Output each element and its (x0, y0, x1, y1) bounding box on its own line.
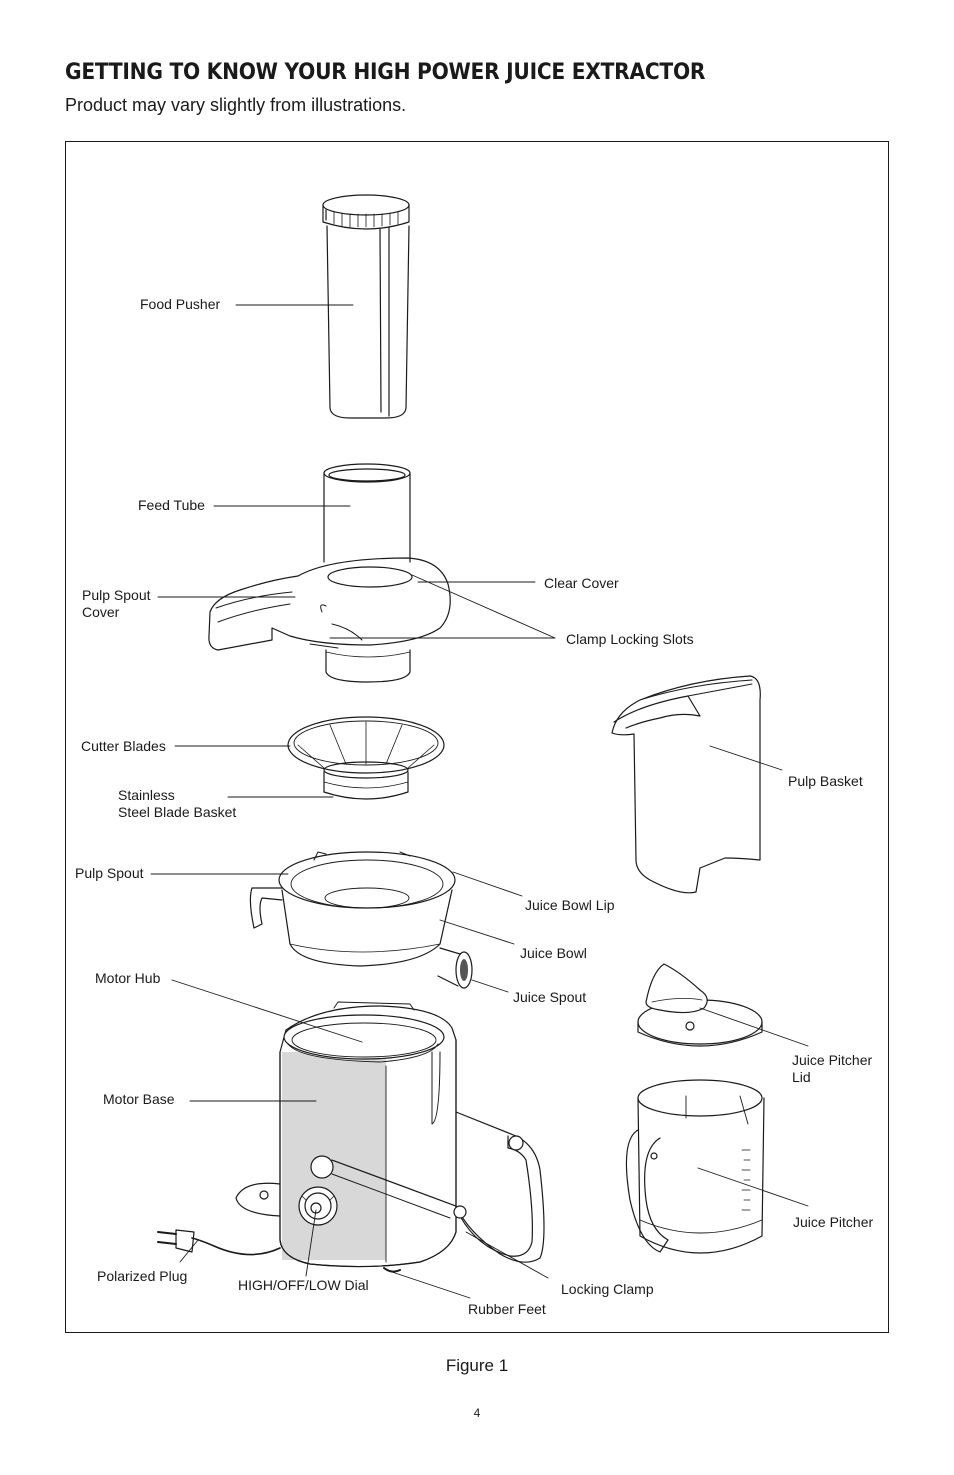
label-feed-tube: Feed Tube (138, 497, 205, 513)
figure-caption: Figure 1 (445, 1356, 509, 1375)
label-pulp-spout-cover-line2: Cover (82, 604, 120, 620)
label-juice-spout: Juice Spout (513, 989, 586, 1005)
diagram-frame (65, 141, 889, 1333)
food-pusher-illustration (322, 194, 410, 419)
label-juice-bowl-lip: Juice Bowl Lip (525, 897, 615, 913)
label-food-pusher: Food Pusher (140, 296, 220, 312)
label-blade-basket-line2: Steel Blade Basket (118, 804, 236, 820)
page-number: 4 (473, 1406, 481, 1420)
blade-basket-illustration (287, 716, 445, 800)
label-dial: HIGH/OFF/LOW Dial (238, 1277, 369, 1293)
label-blade-basket-line1: Stainless (118, 787, 175, 803)
label-locking-clamp: Locking Clamp (561, 1281, 654, 1297)
label-clear-cover: Clear Cover (544, 575, 619, 591)
label-pulp-basket: Pulp Basket (788, 773, 863, 789)
label-motor-hub: Motor Hub (95, 970, 161, 986)
label-clamp-locking-slots: Clamp Locking Slots (566, 631, 694, 647)
juice-pitcher-illustration (625, 1079, 765, 1254)
label-juice-pitcher: Juice Pitcher (793, 1214, 873, 1230)
label-pulp-spout-cover-line1: Pulp Spout (82, 587, 151, 603)
label-juice-bowl: Juice Bowl (520, 945, 587, 961)
label-motor-base: Motor Base (103, 1091, 175, 1107)
motor-base-illustration (157, 1001, 545, 1273)
label-cutter-blades: Cutter Blades (81, 738, 166, 754)
label-pitcher-lid-line2: Lid (792, 1069, 811, 1085)
juice-bowl-illustration (249, 851, 473, 989)
label-polarized-plug: Polarized Plug (97, 1268, 187, 1284)
page-subtitle: Product may vary slightly from illustrat… (65, 95, 407, 115)
pitcher-lid-illustration (637, 963, 763, 1047)
label-pulp-spout: Pulp Spout (75, 865, 144, 881)
cover-illustration (208, 463, 451, 683)
pulp-basket-illustration (611, 675, 761, 894)
page-title: GETTING TO KNOW YOUR HIGH POWER JUICE EX… (65, 60, 706, 85)
leader-lines (150, 304, 809, 1299)
label-pitcher-lid-line1: Juice Pitcher (792, 1052, 872, 1068)
label-rubber-feet: Rubber Feet (468, 1301, 546, 1317)
